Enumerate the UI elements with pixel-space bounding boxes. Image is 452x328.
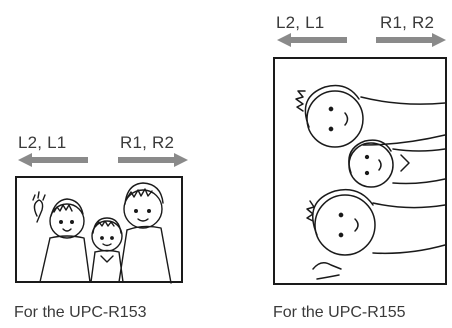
left-direction-label: L2, L1 [276, 13, 325, 32]
left-direction-label: L2, L1 [18, 133, 67, 152]
right-direction-label: R1, R2 [120, 133, 175, 152]
right-arrow-icon [118, 153, 188, 167]
left-arrow-icon [277, 33, 347, 47]
children-illustration [15, 176, 183, 284]
caption-upc-r153: For the UPC-R153 [14, 304, 147, 321]
children-illustration-rotated [273, 57, 447, 285]
right-arrow-icon [376, 33, 446, 47]
caption-upc-r155: For the UPC-R155 [273, 304, 406, 321]
right-direction-label: R1, R2 [380, 13, 435, 32]
left-arrow-icon [18, 153, 88, 167]
